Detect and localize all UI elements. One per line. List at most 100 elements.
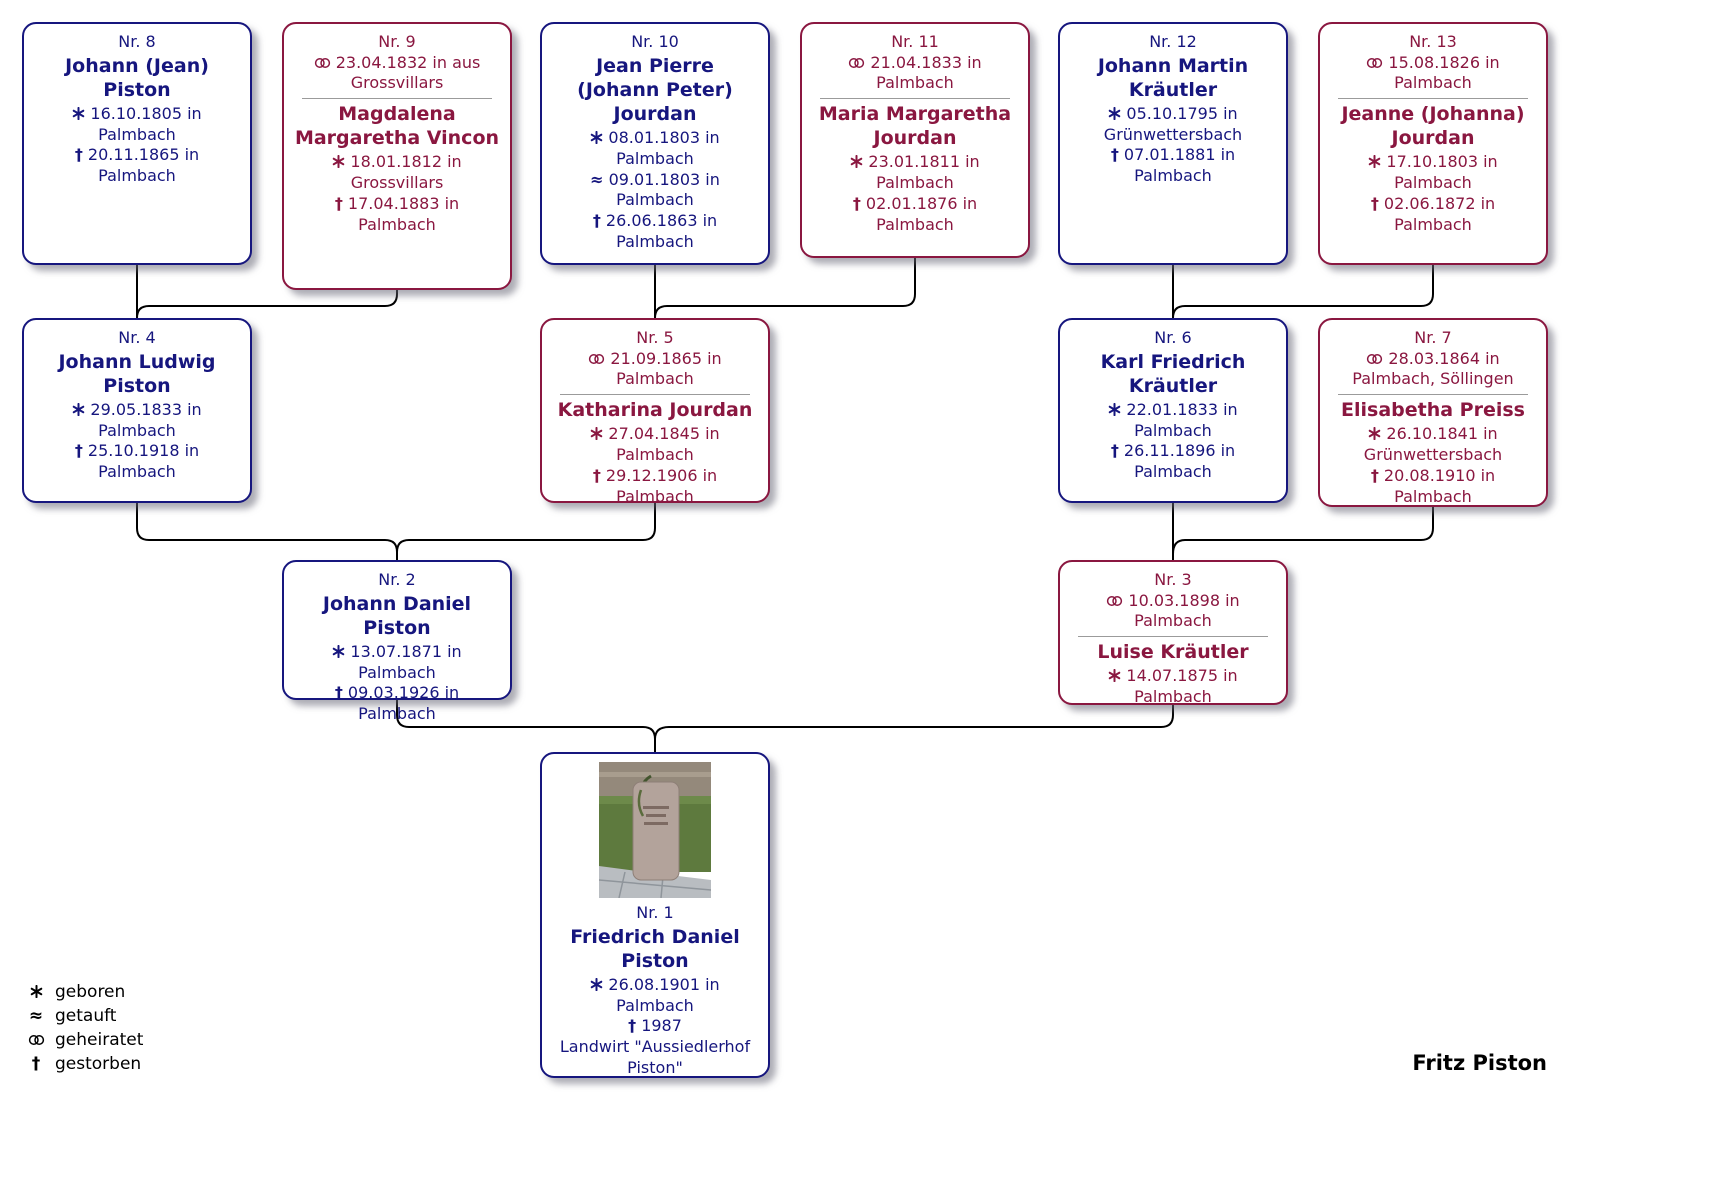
birth-star-icon [25, 982, 47, 1002]
birth-star-icon [850, 155, 863, 168]
connector-nr7-to-nr3 [1172, 507, 1434, 555]
birth-line: 22.01.1833 in Palmbach [1070, 400, 1276, 442]
person-number: Nr. 11 [891, 32, 939, 51]
person-box-nr1[interactable]: Nr. 1 Friedrich Daniel Piston 26.08.1901… [540, 752, 770, 1078]
baptism-date: 09.01.1803 in Palmbach [608, 169, 720, 210]
death-date: 25.10.1918 in Palmbach [87, 441, 200, 482]
person-name: Johann Daniel Piston [322, 592, 472, 639]
death-date: 02.01.1876 in Palmbach [865, 194, 978, 234]
person-box-nr7[interactable]: Nr. 7 28.03.1864 in Palmbach, Söllingen … [1318, 318, 1548, 507]
birth-star-icon [590, 131, 603, 144]
legend-label-born: geboren [55, 982, 126, 1002]
person-number: Nr. 12 [1149, 32, 1197, 51]
death-line: † 17.04.1883 in Palmbach [294, 194, 500, 236]
death-date: 29.12.1906 in Palmbach [605, 465, 718, 506]
marriage-line: 21.09.1865 in Palmbach [552, 349, 758, 391]
death-cross-icon: † [1370, 194, 1379, 214]
marriage-divider [1078, 636, 1268, 638]
person-box-nr11[interactable]: Nr. 11 21.04.1833 in Palmbach Maria Marg… [800, 22, 1030, 258]
birth-date: 27.04.1845 in Palmbach [608, 424, 720, 465]
marriage-divider [1338, 98, 1528, 100]
person-box-nr8[interactable]: Nr. 8 Johann (Jean) Piston 16.10.1805 in… [22, 22, 252, 265]
person-number: Nr. 13 [1409, 32, 1457, 51]
marriage-rings-icon [314, 57, 331, 69]
birth-date: 13.07.1871 in Palmbach [350, 641, 462, 682]
legend-label-died: gestorben [55, 1054, 142, 1074]
person-name: Luise Kräutler [1097, 641, 1249, 664]
person-box-nr12[interactable]: Nr. 12 Johann Martin Kräutler 05.10.1795… [1058, 22, 1288, 265]
marriage-rings-icon [25, 1030, 47, 1050]
death-date: 17.04.1883 in Palmbach [347, 194, 460, 234]
person-name: Jean Pierre (Johann Peter) Jourdan [577, 54, 733, 125]
birth-star-icon [332, 155, 345, 168]
birth-date: 18.01.1812 in Grossvillars [350, 152, 462, 193]
person-box-nr2[interactable]: Nr. 2 Johann Daniel Piston 13.07.1871 in… [282, 560, 512, 723]
connector-nr4-to-nr2 [136, 503, 398, 560]
birth-date: 08.01.1803 in Palmbach [608, 127, 720, 168]
person-name: Friedrich Daniel Piston [570, 925, 740, 972]
birth-line: 05.10.1795 in Grünwettersbach [1070, 104, 1276, 146]
person-box-nr10[interactable]: Nr. 10 Jean Pierre (Johann Peter) Jourda… [540, 22, 770, 265]
marriage-date: 21.04.1833 in Palmbach [870, 52, 982, 93]
death-cross-icon: † [592, 211, 601, 231]
credit-author: Fritz Piston [1412, 1051, 1547, 1075]
connector-nr9-to-nr4 [136, 290, 398, 319]
legend-label-married: geheiratet [55, 1030, 144, 1050]
birth-line: 13.07.1871 in Palmbach [294, 642, 500, 684]
person-number: Nr. 2 [378, 570, 416, 589]
birth-date: 17.10.1803 in Palmbach [1386, 152, 1498, 193]
person-box-nr4[interactable]: Nr. 4 Johann Ludwig Piston 29.05.1833 in… [22, 318, 252, 503]
person-number: Nr. 1 [636, 903, 674, 922]
legend-row-died: † gestorben [25, 1052, 143, 1076]
death-date: 20.11.1865 in Palmbach [87, 145, 200, 186]
death-date: 1987 [641, 1016, 682, 1036]
birth-line: 08.01.1803 in Palmbach [552, 128, 758, 170]
marriage-rings-icon [1366, 57, 1383, 69]
connector-nr5-to-nr2 [396, 503, 656, 560]
marriage-divider [1338, 394, 1528, 396]
connector-nr3-to-nr1 [654, 705, 1174, 752]
death-line: † 07.01.1881 in Palmbach [1070, 145, 1276, 187]
person-number: Nr. 7 [1414, 328, 1452, 347]
death-line: † 25.10.1918 in Palmbach [34, 441, 240, 483]
person-box-nr9[interactable]: Nr. 9 23.04.1832 in aus Grossvillars Mag… [282, 22, 512, 290]
birth-star-icon [1368, 155, 1381, 168]
occupation: Landwirt "Aussiedlerhof Piston" [559, 1037, 751, 1078]
legend-row-born: geboren [25, 980, 143, 1004]
person-box-nr5[interactable]: Nr. 5 21.09.1865 in Palmbach Katharina J… [540, 318, 770, 506]
birth-line: 16.10.1805 in Palmbach [34, 104, 240, 146]
marriage-divider [560, 394, 750, 396]
person-name: Maria Margaretha Jourdan [818, 103, 1012, 150]
marriage-line: 10.03.1898 in Palmbach [1070, 591, 1276, 633]
birth-star-icon [590, 978, 603, 991]
death-cross-icon: † [1110, 145, 1119, 165]
marriage-date: 10.03.1898 in Palmbach [1128, 590, 1240, 631]
birth-line: 17.10.1803 in Palmbach [1330, 152, 1536, 194]
birth-date: 29.05.1833 in Palmbach [90, 399, 202, 440]
death-cross-icon: † [31, 1054, 41, 1074]
death-line: † 09.03.1926 in Palmbach [294, 683, 500, 725]
connector-nr11-to-nr5 [654, 258, 916, 319]
baptism-line: ≈ 09.01.1803 in Palmbach [552, 170, 758, 212]
birth-line: 26.08.1901 in Palmbach [552, 975, 758, 1017]
person-box-nr13[interactable]: Nr. 13 15.08.1826 in Palmbach Jeanne (Jo… [1318, 22, 1548, 265]
marriage-rings-icon [1366, 353, 1383, 365]
gravestone-photo [599, 762, 711, 898]
person-number: Nr. 10 [631, 32, 679, 51]
death-line: † 20.11.1865 in Palmbach [34, 145, 240, 187]
birth-date: 26.08.1901 in Palmbach [608, 974, 720, 1015]
marriage-date: 21.09.1865 in Palmbach [610, 348, 722, 389]
death-date: 07.01.1881 in Palmbach [1123, 145, 1236, 186]
legend-row-married: geheiratet [25, 1028, 143, 1052]
person-box-nr6[interactable]: Nr. 6 Karl Friedrich Kräutler 22.01.1833… [1058, 318, 1288, 503]
legend-label-baptized: getauft [55, 1006, 117, 1026]
death-cross-icon: † [1370, 465, 1379, 485]
death-cross-icon: † [334, 683, 343, 703]
death-cross-icon: † [852, 194, 861, 214]
marriage-date: 28.03.1864 in Palmbach, Söllingen [1352, 348, 1514, 389]
person-number: Nr. 5 [636, 328, 674, 347]
person-name: Jeanne (Johanna) Jourdan [1341, 103, 1525, 150]
death-cross-icon: † [628, 1016, 637, 1036]
person-box-nr3[interactable]: Nr. 3 10.03.1898 in Palmbach Luise Kräut… [1058, 560, 1288, 706]
death-date: 26.11.1896 in Palmbach [1123, 441, 1236, 482]
